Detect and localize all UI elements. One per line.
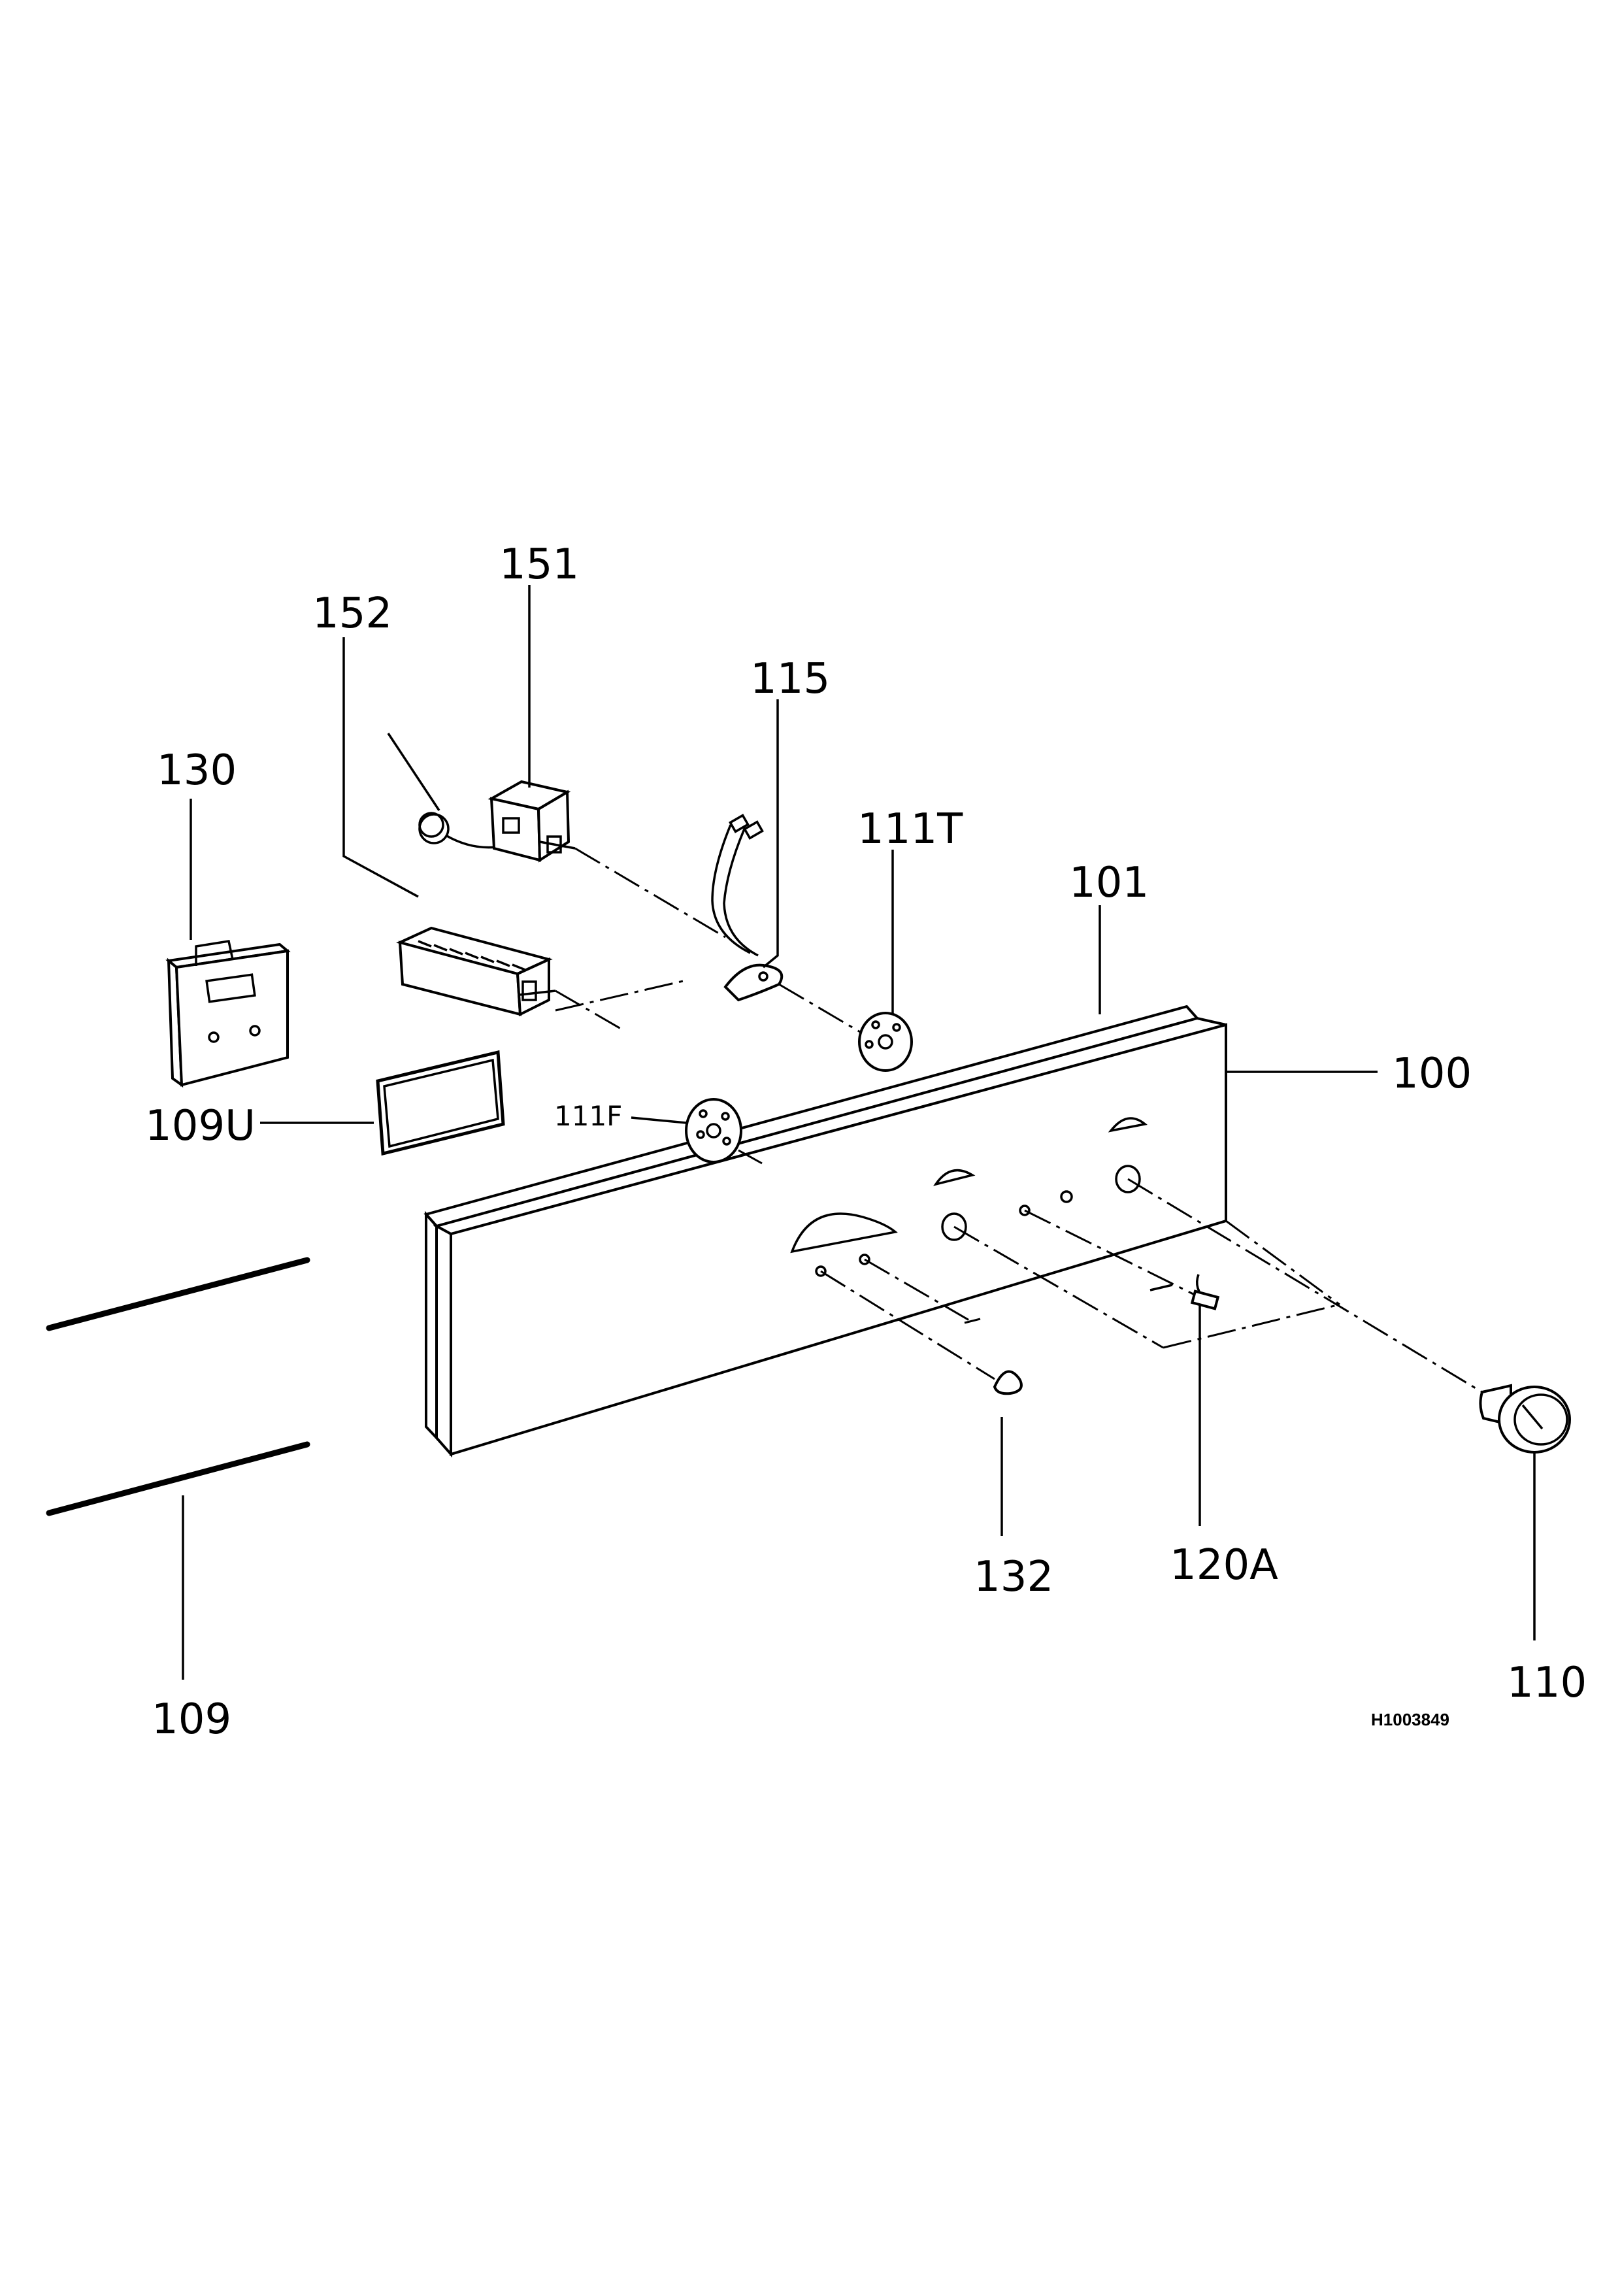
terminal-block [396, 926, 556, 1017]
label-151: 151 [499, 541, 579, 589]
lamp-holder [711, 814, 784, 1002]
trim-strip-upper [46, 1257, 310, 1331]
label-120A: 120A [1170, 1541, 1278, 1589]
label-132: 132 [974, 1553, 1053, 1601]
leader-lines [182, 585, 1536, 1680]
neon-lamp [1149, 1274, 1220, 1310]
label-115: 115 [750, 655, 830, 703]
gasket [376, 1050, 505, 1156]
label-152: 152 [312, 590, 392, 638]
control-panel-rear-plate [423, 1005, 1200, 1442]
diagram-reference-code: H1003849 [1371, 1710, 1449, 1729]
timer-module [165, 940, 291, 1088]
control-knob [1479, 1384, 1571, 1454]
label-101: 101 [1069, 859, 1149, 907]
control-panel-front-plate [433, 1016, 1227, 1458]
label-109U: 109U [145, 1102, 256, 1150]
label-111T: 111T [857, 805, 963, 854]
label-110: 110 [1507, 1659, 1587, 1707]
panel-cutouts [790, 1117, 1148, 1277]
assembly-lines [555, 847, 1483, 1393]
label-111F: 111F [554, 1100, 622, 1132]
label-100: 100 [1392, 1050, 1472, 1098]
label-130: 130 [157, 746, 237, 795]
dial-disc-front [685, 1098, 742, 1163]
part-labels: 151 152 115 130 111T 101 100 109U 111F 1… [145, 541, 1587, 1744]
dial-disc-top [858, 1012, 913, 1072]
indicator-lens [993, 1370, 1023, 1395]
thermostat [387, 733, 576, 863]
trim-strip-lower [46, 1441, 310, 1516]
label-109: 109 [152, 1695, 231, 1744]
